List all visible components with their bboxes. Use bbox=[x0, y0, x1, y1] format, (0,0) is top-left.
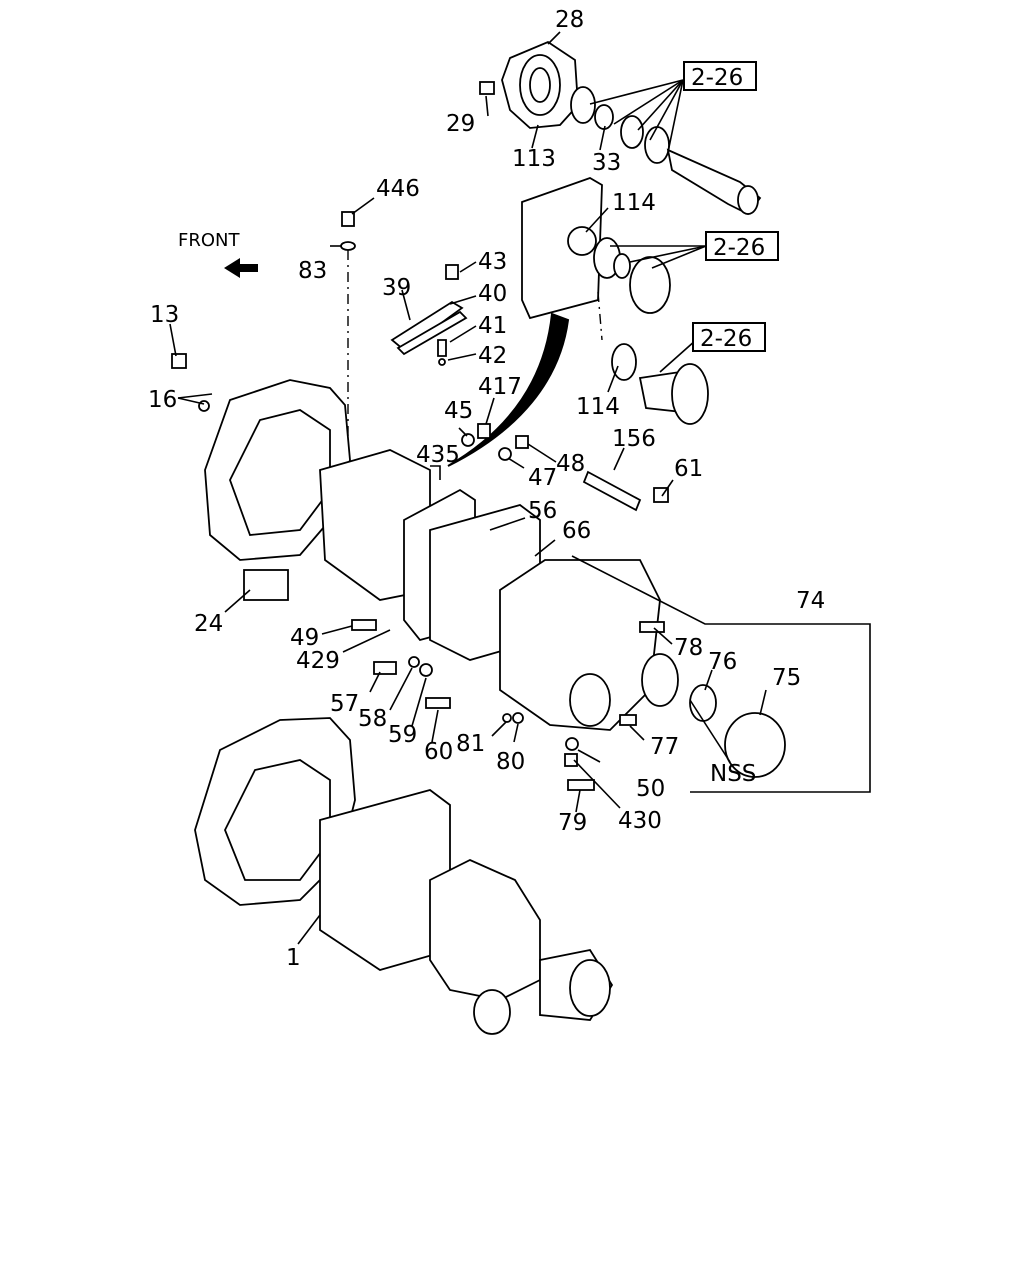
front-label: FRONT bbox=[178, 230, 240, 251]
callout-430: 430 bbox=[618, 808, 662, 834]
callout-1: 1 bbox=[286, 945, 301, 971]
callout-ref-2-26-a: 2-26 bbox=[691, 65, 743, 91]
callout-56: 56 bbox=[528, 498, 557, 524]
callout-78: 78 bbox=[674, 635, 703, 661]
callout-45: 45 bbox=[444, 398, 473, 424]
assembled-transmission bbox=[194, 717, 614, 1035]
callout-29: 29 bbox=[446, 111, 475, 137]
front-arrow-icon bbox=[224, 258, 258, 278]
callout-75: 75 bbox=[772, 665, 801, 691]
callout-50: 50 bbox=[636, 776, 665, 802]
callout-43: 43 bbox=[478, 249, 507, 275]
callout-446: 446 bbox=[376, 176, 420, 202]
callout-156: 156 bbox=[612, 426, 656, 452]
callout-76: 76 bbox=[708, 649, 737, 675]
callout-48: 48 bbox=[556, 451, 585, 477]
callout-13: 13 bbox=[150, 302, 179, 328]
ref-box-2-26-a bbox=[683, 61, 757, 91]
callout-79: 79 bbox=[558, 810, 587, 836]
callout-42: 42 bbox=[478, 343, 507, 369]
callout-77: 77 bbox=[650, 734, 679, 760]
assembly-arrow bbox=[447, 312, 570, 467]
callout-113: 113 bbox=[512, 146, 556, 172]
callout-80: 80 bbox=[496, 749, 525, 775]
ref-box-2-26-c bbox=[692, 322, 766, 352]
callout-429: 429 bbox=[296, 648, 340, 674]
callout-49: 49 bbox=[290, 625, 319, 651]
callout-83: 83 bbox=[298, 258, 327, 284]
callout-33: 33 bbox=[592, 150, 621, 176]
ref-box-2-26-b bbox=[705, 231, 779, 261]
callout-435: 435 bbox=[416, 442, 460, 468]
callout-61: 61 bbox=[674, 456, 703, 482]
callout-ref-2-26-c: 2-26 bbox=[700, 326, 752, 352]
callout-74: 74 bbox=[796, 588, 825, 614]
callout-39: 39 bbox=[382, 275, 411, 301]
callout-66: 66 bbox=[562, 518, 591, 544]
callout-58: 58 bbox=[358, 706, 387, 732]
small-hardware bbox=[171, 353, 669, 791]
group-bracket-74 bbox=[571, 555, 871, 793]
callout-114-a: 114 bbox=[612, 190, 656, 216]
clutch-housing-exploded bbox=[204, 379, 786, 778]
callout-47: 47 bbox=[528, 465, 557, 491]
shift-link bbox=[340, 211, 468, 480]
callout-417: 417 bbox=[478, 374, 522, 400]
callout-16: 16 bbox=[148, 387, 177, 413]
intermediate-plate bbox=[521, 177, 671, 341]
callout-28: 28 bbox=[555, 7, 584, 33]
callout-24: 24 bbox=[194, 611, 223, 637]
leader-lines bbox=[169, 31, 767, 945]
callout-41: 41 bbox=[478, 313, 507, 339]
callout-60: 60 bbox=[424, 739, 453, 765]
callout-81: 81 bbox=[456, 731, 485, 757]
callout-nss: NSS bbox=[710, 761, 756, 787]
callout-40: 40 bbox=[478, 281, 507, 307]
callout-ref-2-26-b: 2-26 bbox=[713, 235, 765, 261]
callout-57: 57 bbox=[330, 691, 359, 717]
callout-59: 59 bbox=[388, 722, 417, 748]
callout-114-b: 114 bbox=[576, 394, 620, 420]
counter-gear bbox=[611, 343, 709, 425]
